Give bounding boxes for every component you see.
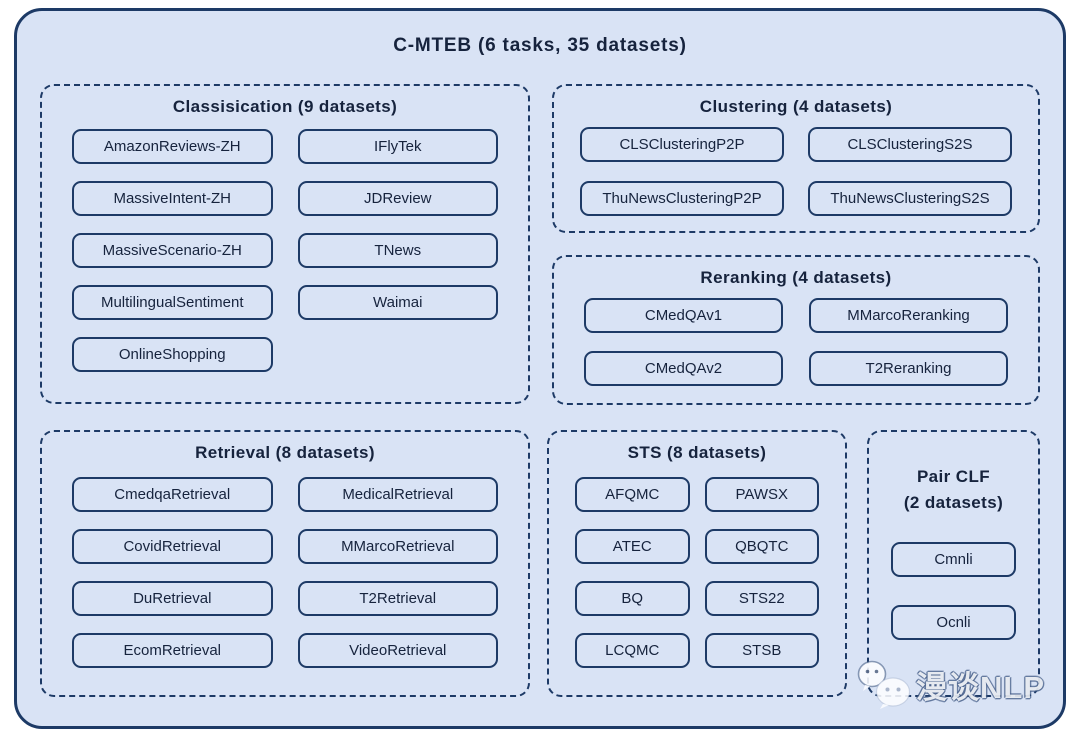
section-retrieval: Retrieval (8 datasets) CmedqaRetrieval Me… — [40, 430, 530, 697]
dataset-box: CMedQAv2 — [584, 351, 783, 386]
dataset-box: STS22 — [704, 581, 819, 616]
section-title-clustering: Clustering (4 datasets) — [699, 97, 893, 116]
section-title-classification: Classisication (9 datasets) — [172, 97, 398, 116]
dataset-box: MassiveIntent-ZH — [72, 181, 273, 216]
dataset-box: AmazonReviews-ZH — [72, 129, 273, 164]
dataset-box: MultilingualSentiment — [72, 285, 273, 320]
dataset-box: Cmnli — [891, 542, 1016, 577]
pair-clf-title-line1: Pair CLF — [916, 467, 991, 486]
dataset-box: QBQTC — [704, 529, 819, 564]
dataset-box: MedicalRetrieval — [297, 477, 498, 512]
wechat-icon — [857, 660, 911, 709]
section-title-sts: STS (8 datasets) — [627, 443, 767, 462]
dataset-box: EcomRetrieval — [72, 633, 273, 668]
dataset-box: DuRetrieval — [72, 581, 273, 616]
dataset-box: MMarcoReranking — [809, 298, 1008, 333]
section-sts: STS (8 datasets) AFQMC PAWSX ATEC QBQTC BQ ST… — [547, 430, 847, 697]
dataset-box: CmedqaRetrieval — [72, 477, 273, 512]
dataset-box: PAWSX — [704, 477, 819, 512]
dataset-box: OnlineShopping — [72, 337, 273, 372]
dataset-box: T2Retrieval — [297, 581, 498, 616]
pair-clf-title-line2: (2 datasets) — [903, 493, 1004, 512]
dataset-box: STSB — [704, 633, 819, 668]
dataset-box: T2Reranking — [809, 351, 1008, 386]
section-clustering: Clustering (4 datasets) CLSClusteringP2P… — [552, 84, 1040, 233]
dataset-box: AFQMC — [575, 477, 690, 512]
diagram-title: C-MTEB (6 tasks, 35 datasets) — [393, 35, 687, 56]
dataset-box: JDReview — [297, 181, 498, 216]
dataset-box: BQ — [575, 581, 690, 616]
dataset-box: Ocnli — [891, 605, 1016, 640]
wechat-watermark: 漫谈NLP — [856, 658, 1045, 710]
dataset-box: MMarcoRetrieval — [297, 529, 498, 564]
dataset-box: ATEC — [575, 529, 690, 564]
clustering-dataset-grid: CLSClusteringP2P CLSClusteringS2S ThuNewsC… — [580, 127, 1012, 216]
dataset-box: CLSClusteringS2S — [808, 127, 1012, 162]
dataset-box: CovidRetrieval — [72, 529, 273, 564]
section-title-pair-clf: Pair CLF (2 datasets) — [869, 464, 1038, 516]
dataset-box: CLSClusteringP2P — [580, 127, 784, 162]
c-mteb-diagram: C-MTEB (6 tasks, 35 datasets) Classisica… — [14, 8, 1066, 729]
section-title-retrieval: Retrieval (8 datasets) — [195, 443, 375, 462]
dataset-box: ThuNewsClusteringS2S — [808, 181, 1012, 216]
section-reranking: Reranking (4 datasets) CMedQAv1 MMarcoRer… — [552, 255, 1040, 405]
dataset-box: LCQMC — [575, 633, 690, 668]
section-title-reranking: Reranking (4 datasets) — [700, 268, 892, 287]
section-classification: Classisication (9 datasets) AmazonReview… — [40, 84, 530, 404]
dataset-box: IFlyTek — [297, 129, 498, 164]
watermark-text: 漫谈NLP — [916, 669, 1045, 705]
dataset-box: CMedQAv1 — [584, 298, 783, 333]
dataset-box: MassiveScenario-ZH — [72, 233, 273, 268]
dataset-box: TNews — [297, 233, 498, 268]
dataset-box: Waimai — [297, 285, 498, 320]
dataset-box: ThuNewsClusteringP2P — [580, 181, 784, 216]
dataset-box: VideoRetrieval — [297, 633, 498, 668]
